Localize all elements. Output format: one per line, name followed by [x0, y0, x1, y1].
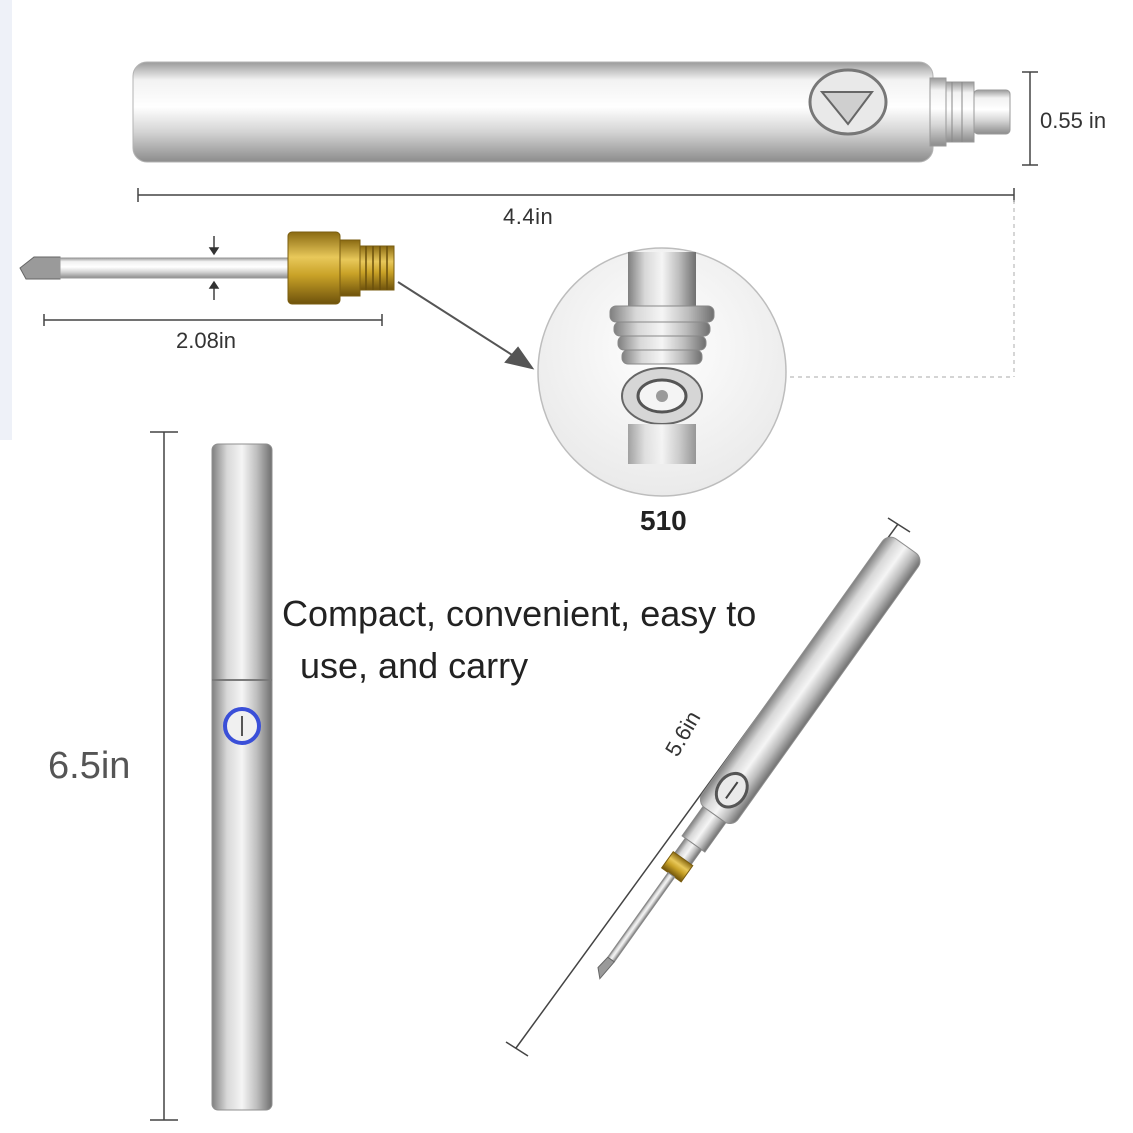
top-diameter-dimension — [1022, 71, 1038, 166]
top-diameter-label: 0.55 in — [1040, 108, 1107, 133]
tip-diameter-marker — [208, 236, 220, 300]
top-length-dimension — [137, 188, 1015, 202]
tip-length-label: 2.08in — [176, 328, 236, 353]
connector-label: 510 — [640, 505, 687, 536]
guide-dashes — [790, 200, 1015, 378]
tip-length-dimension — [43, 314, 383, 326]
tagline-line-2: use, and carry — [300, 645, 529, 686]
soldering-tip-image — [19, 231, 395, 305]
connector-closeup — [537, 247, 787, 497]
top-battery-image — [132, 61, 1011, 163]
tall-dimension — [150, 431, 178, 1121]
tall-length-label: 6.5in — [48, 745, 131, 787]
tagline-line-1: Compact, convenient, easy to — [282, 593, 757, 634]
arrow-to-connector — [397, 281, 535, 370]
diagonal-pen-image — [597, 536, 921, 980]
side-panel — [0, 0, 12, 440]
tagline: Compact, convenient, easy to use, and ca… — [282, 588, 842, 692]
top-length-label: 4.4in — [503, 204, 554, 229]
tall-pen-image — [211, 443, 273, 1111]
